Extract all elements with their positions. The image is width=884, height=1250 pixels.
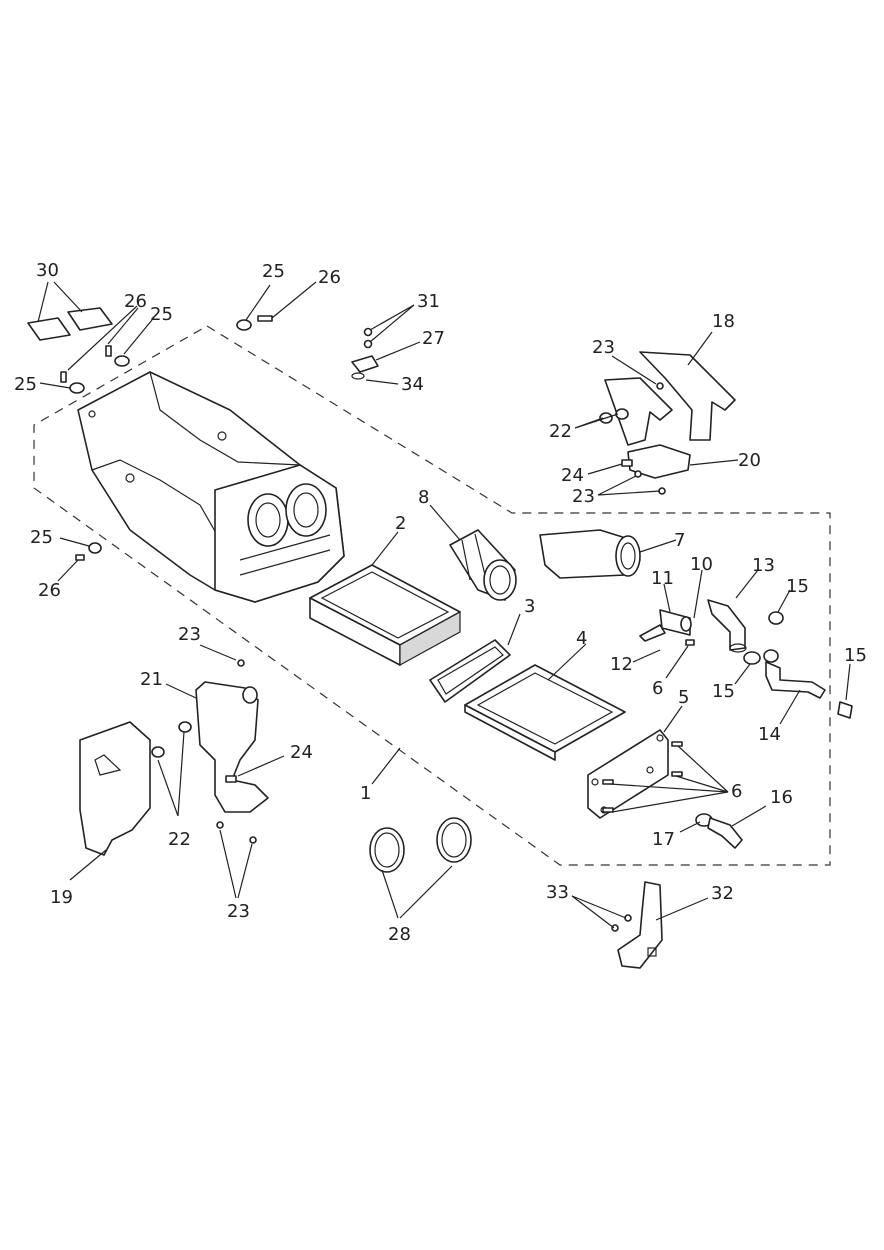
callout-23d: 23 bbox=[227, 901, 250, 922]
callout-15a: 15 bbox=[786, 576, 809, 597]
callout-13: 13 bbox=[752, 555, 775, 576]
part-2-air-filter bbox=[309, 564, 461, 667]
callout-6a: 6 bbox=[652, 678, 663, 699]
part-4-filter-frame bbox=[464, 664, 626, 761]
callout-25d: 25 bbox=[30, 527, 53, 548]
callout-28: 28 bbox=[388, 924, 411, 945]
part-32-bracket bbox=[611, 881, 663, 969]
part-7-intake-duct bbox=[539, 529, 641, 579]
leader-lines bbox=[37, 281, 851, 929]
callout-4: 4 bbox=[576, 628, 587, 649]
callout-20: 20 bbox=[738, 450, 761, 471]
callout-33: 33 bbox=[546, 882, 569, 903]
part-airbox-housing bbox=[77, 371, 345, 603]
part-28-hose-clamps bbox=[369, 817, 472, 873]
callout-labels: 1 2 3 4 5 6 6 6 7 8 10 11 12 13 14 15 15… bbox=[14, 260, 867, 945]
part-11-valve-assembly bbox=[639, 609, 695, 646]
callout-24b: 24 bbox=[290, 742, 313, 763]
callout-12: 12 bbox=[610, 654, 633, 675]
callout-19: 19 bbox=[50, 887, 73, 908]
part-30-stickers bbox=[27, 307, 113, 341]
callout-26b: 26 bbox=[124, 291, 147, 312]
part-8-intake-boot bbox=[449, 529, 517, 601]
part-13-hose bbox=[707, 599, 747, 653]
part-5-cover-plate bbox=[587, 729, 683, 819]
callout-10: 10 bbox=[690, 554, 713, 575]
callout-21: 21 bbox=[140, 669, 163, 690]
callout-16: 16 bbox=[770, 787, 793, 808]
part-21-bracket bbox=[151, 659, 269, 844]
callout-5: 5 bbox=[678, 687, 689, 708]
callout-25b: 25 bbox=[150, 304, 173, 325]
callout-22a: 22 bbox=[549, 421, 572, 442]
callout-11: 11 bbox=[651, 568, 674, 589]
callout-26a: 26 bbox=[318, 267, 341, 288]
callout-27: 27 bbox=[422, 328, 445, 349]
callout-8: 8 bbox=[418, 487, 429, 508]
callout-26c: 26 bbox=[38, 580, 61, 601]
part-3-gasket bbox=[429, 639, 511, 703]
callout-25a: 25 bbox=[262, 261, 285, 282]
callout-23a: 23 bbox=[592, 337, 615, 358]
callout-32: 32 bbox=[711, 883, 734, 904]
callout-1: 1 bbox=[360, 783, 371, 804]
callout-15b: 15 bbox=[712, 681, 735, 702]
callout-22b: 22 bbox=[168, 829, 191, 850]
part-27-elbow-with-screws bbox=[351, 327, 379, 380]
callout-14: 14 bbox=[758, 724, 781, 745]
part-16-pipe bbox=[695, 813, 743, 849]
callout-17: 17 bbox=[652, 829, 675, 850]
callout-7: 7 bbox=[674, 530, 685, 551]
part-19-heat-shield bbox=[79, 721, 151, 856]
callout-24a: 24 bbox=[561, 465, 584, 486]
part-18-bracket bbox=[599, 351, 736, 495]
callout-15c: 15 bbox=[844, 645, 867, 666]
callout-23c: 23 bbox=[178, 624, 201, 645]
callout-2: 2 bbox=[395, 513, 406, 534]
callout-31: 31 bbox=[417, 291, 440, 312]
callout-23b: 23 bbox=[572, 486, 595, 507]
callout-6b: 6 bbox=[731, 781, 742, 802]
callout-34: 34 bbox=[401, 374, 424, 395]
callout-25c: 25 bbox=[14, 374, 37, 395]
part-14-hose bbox=[743, 611, 853, 719]
callout-18: 18 bbox=[712, 311, 735, 332]
callout-30: 30 bbox=[36, 260, 59, 281]
callout-3: 3 bbox=[524, 596, 535, 617]
